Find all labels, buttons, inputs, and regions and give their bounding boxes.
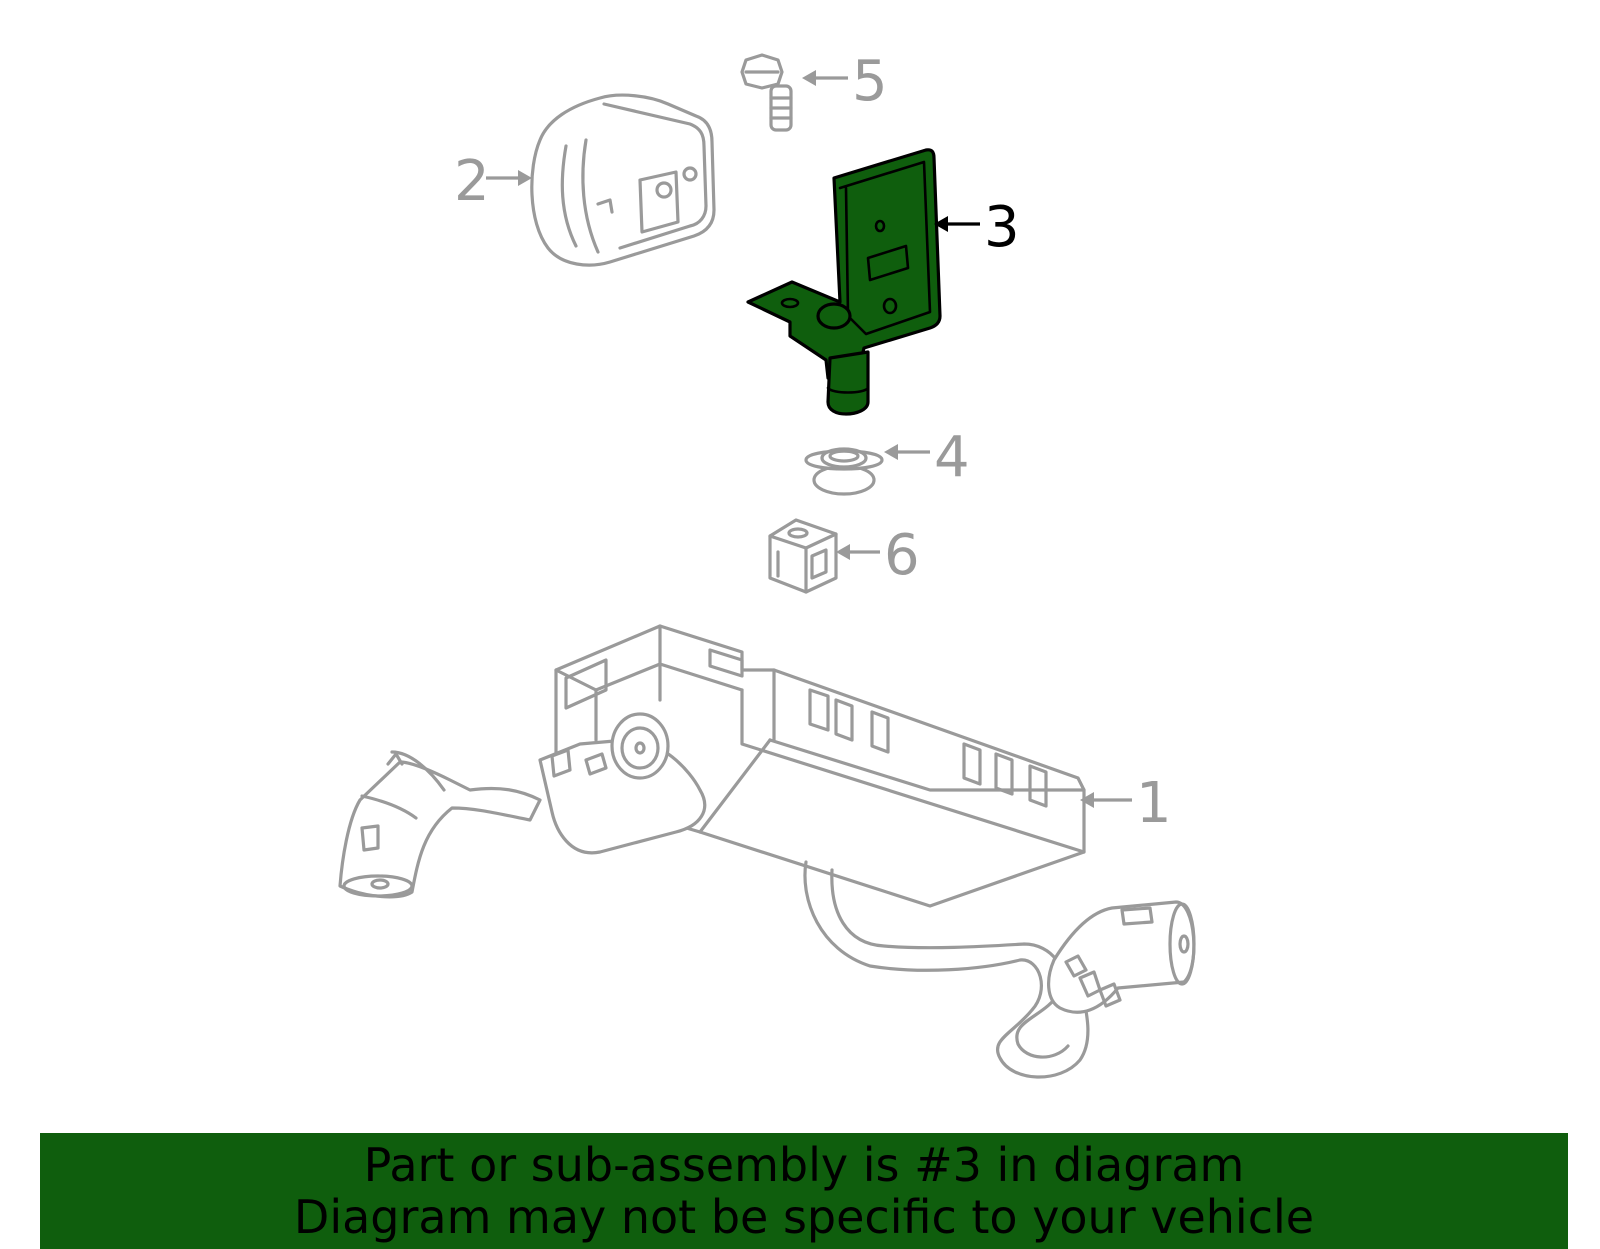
callout-3: 3	[984, 195, 1020, 260]
grommet-part	[804, 447, 884, 496]
callout-leaders	[486, 70, 1132, 808]
callout-4: 4	[934, 425, 970, 490]
banner-line-1: Part or sub-assembly is #3 in diagram	[363, 1138, 1245, 1192]
mounting-bracket-part	[746, 148, 942, 416]
callout-2: 2	[454, 149, 490, 214]
fuse-box-part	[338, 624, 1196, 1079]
callout-1: 1	[1136, 771, 1172, 836]
bolt-part	[740, 53, 793, 132]
callout-5: 5	[852, 49, 888, 114]
info-banner: Part or sub-assembly is #3 in diagram Di…	[40, 1133, 1568, 1249]
callout-6: 6	[884, 523, 920, 588]
connector-housing-part	[530, 93, 716, 267]
clip-nut-part	[768, 518, 838, 594]
banner-line-2: Diagram may not be specific to your vehi…	[293, 1190, 1315, 1244]
